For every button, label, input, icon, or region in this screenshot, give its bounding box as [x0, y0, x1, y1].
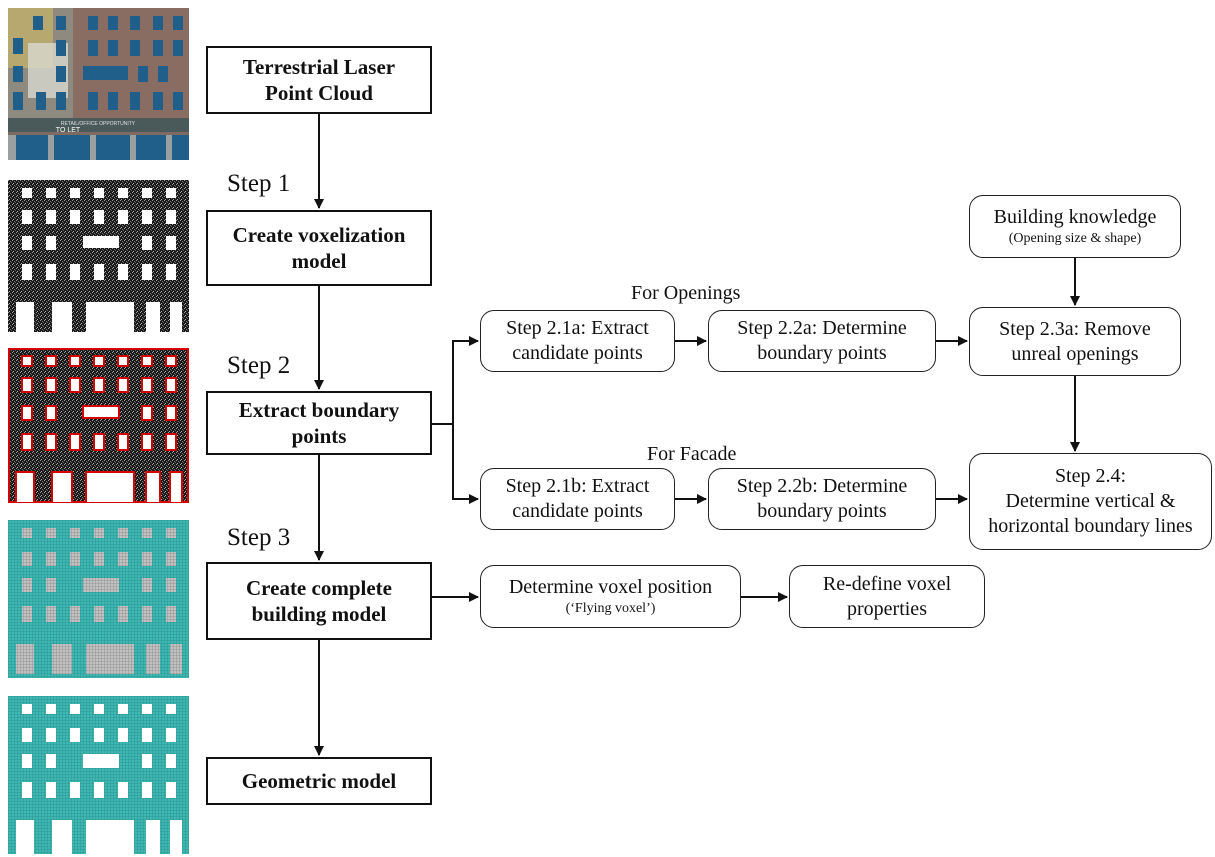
step-2-2a-box: Step 2.2a: Determine boundary points: [708, 310, 936, 372]
step-2-1a-box: Step 2.1a: Extract candidate points: [480, 310, 675, 372]
step-2-2b-box: Step 2.2b: Determine boundary points: [708, 468, 936, 530]
redefine-line-1: Re-define voxel: [822, 572, 952, 595]
s22b-line-2: boundary points: [757, 500, 887, 522]
create-voxelization-model-box: Create voxelization model: [206, 210, 432, 286]
point-cloud-thumbnail: [8, 180, 189, 332]
boundary-points-thumbnail: [8, 348, 189, 503]
s21b-line-2: candidate points: [512, 500, 643, 522]
s23a-line-1: Step 2.3a: Remove: [999, 317, 1151, 340]
thumbnail-banner-text: RETAIL/OFFICE OPPORTUNITY: [61, 121, 136, 127]
facade-photo-thumbnail: RETAIL/OFFICE OPPORTUNITY TO LET: [8, 8, 189, 160]
s23a-line-2: unreal openings: [1011, 342, 1139, 365]
complete-voxel-model-thumbnail: [8, 520, 189, 678]
for-openings-label: For Openings: [631, 282, 741, 304]
step-2-1b-box: Step 2.1b: Extract candidate points: [480, 468, 675, 530]
complete-line-1: Create complete: [246, 576, 392, 600]
step-2-3a-box: Step 2.3a: Remove unreal openings: [969, 307, 1181, 376]
voxel-line-2: model: [291, 249, 347, 273]
redefine-voxel-properties-box: Re-define voxel properties: [789, 565, 985, 628]
step-3-label: Step 3: [227, 524, 291, 551]
arrow-extract-to-21b: [452, 424, 479, 504]
arrow-extract-to-21a: [432, 336, 479, 425]
for-facade-label: For Facade: [647, 443, 737, 465]
step-1-label: Step 1: [227, 170, 291, 197]
complete-line-2: building model: [251, 602, 387, 626]
step-2-label: Step 2: [227, 352, 291, 379]
s22a-line-1: Step 2.2a: Determine: [737, 317, 907, 339]
determine-voxel-position-box: Determine voxel position (‘Flying voxel’…: [480, 565, 741, 628]
tls-line-2: Point Cloud: [265, 81, 373, 105]
knowledge-note: (Opening size & shape): [1008, 231, 1142, 246]
s21a-line-1: Step 2.1a: Extract: [506, 317, 649, 339]
step-2-4-box: Step 2.4: Determine vertical & horizonta…: [969, 453, 1212, 550]
terrestrial-laser-point-cloud-box: Terrestrial Laser Point Cloud: [206, 46, 432, 114]
building-knowledge-box: Building knowledge (Opening size & shape…: [969, 195, 1181, 258]
geometric-line-1: Geometric model: [241, 769, 397, 793]
s21a-line-2: candidate points: [512, 342, 643, 364]
geometric-model-thumbnail: [8, 696, 189, 854]
flying-voxel-note: (‘Flying voxel’): [565, 601, 656, 616]
s21b-line-1: Step 2.1b: Extract: [505, 475, 650, 497]
create-complete-building-model-box: Create complete building model: [206, 562, 432, 640]
s24-line-1: Step 2.4:: [1054, 465, 1127, 487]
extract-boundary-points-box: Extract boundary points: [206, 391, 432, 455]
s22a-line-2: boundary points: [757, 342, 887, 364]
thumbnail-to-let-text: TO LET: [56, 127, 81, 134]
s24-line-3: horizontal boundary lines: [988, 515, 1193, 537]
knowledge-title: Building knowledge: [993, 206, 1157, 228]
tls-line-1: Terrestrial Laser: [242, 55, 396, 79]
geometric-model-box: Geometric model: [206, 757, 432, 805]
s22b-line-1: Step 2.2b: Determine: [736, 475, 908, 497]
voxel-position-line: Determine voxel position: [508, 576, 713, 598]
extract-line-1: Extract boundary: [238, 398, 400, 422]
voxel-line-1: Create voxelization: [232, 223, 406, 247]
s24-line-2: Determine vertical &: [1005, 490, 1176, 512]
redefine-line-2: properties: [847, 597, 927, 620]
extract-line-2: points: [291, 424, 347, 448]
